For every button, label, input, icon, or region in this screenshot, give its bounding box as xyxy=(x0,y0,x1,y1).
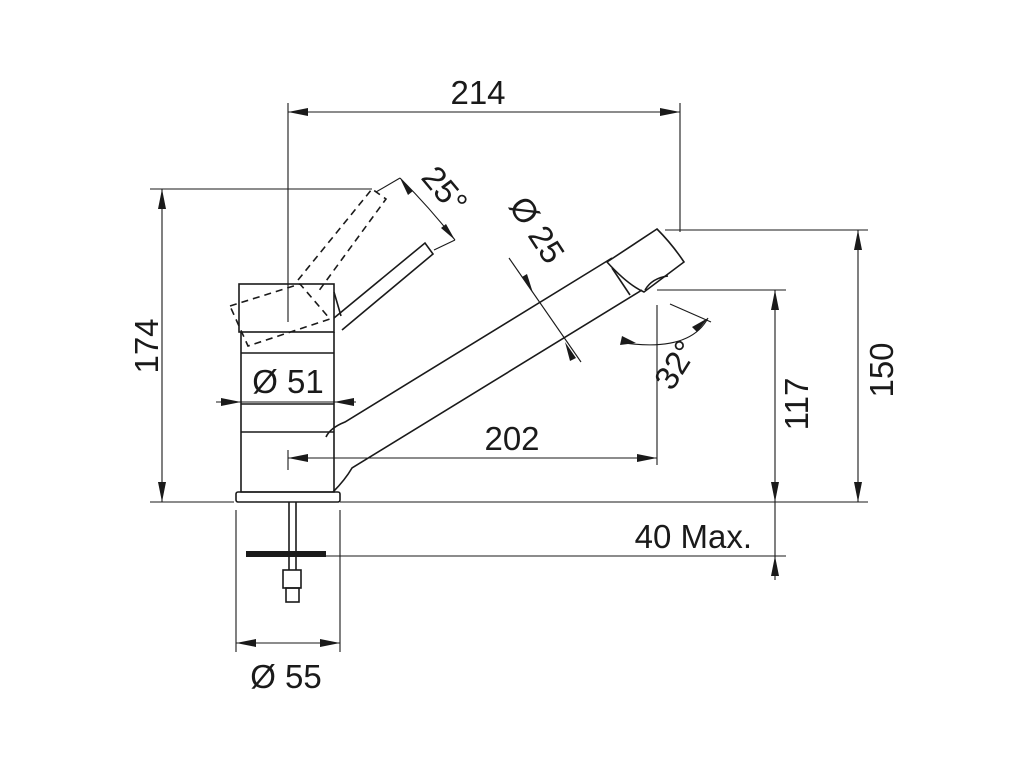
faucet-body xyxy=(235,283,341,503)
spout-reach-label: 202 xyxy=(484,420,539,457)
outlet-height-label: 117 xyxy=(778,378,815,431)
spout-angle-label: 32° xyxy=(647,334,705,396)
mounting-depth-label: 40 Max. xyxy=(635,518,752,555)
lever-angle-label: 25° xyxy=(415,159,475,221)
lever xyxy=(333,241,435,331)
body-diameter-label: Ø 51 xyxy=(252,363,324,400)
overall-height-label: 174 xyxy=(128,318,165,373)
spout xyxy=(325,227,686,493)
dimension-spout-top-height: 150 xyxy=(665,229,900,502)
dimension-overall-height: 174 xyxy=(128,188,372,503)
dimension-mounting-depth: 40 Max. xyxy=(326,518,786,557)
dimension-spout-angle: 32° xyxy=(620,303,712,465)
mounting-stud xyxy=(246,502,326,603)
spout-diameter-label: Ø 25 xyxy=(502,190,572,270)
dimension-spout-reach: 202 xyxy=(287,420,657,470)
dimension-body-diameter: Ø 51 xyxy=(216,363,356,406)
dimension-base-diameter: Ø 55 xyxy=(235,510,341,695)
spout-top-height-label: 150 xyxy=(863,342,900,397)
dimension-spout-diameter: Ø 25 xyxy=(502,190,582,363)
overall-width-label: 214 xyxy=(450,74,505,111)
dimension-overall-width: 214 xyxy=(288,74,681,232)
dimension-lever-angle: 25° xyxy=(375,159,475,251)
lever-alternate-position xyxy=(228,187,388,347)
dimension-outlet-height: 117 xyxy=(657,289,815,580)
base-diameter-label: Ø 55 xyxy=(250,658,322,695)
